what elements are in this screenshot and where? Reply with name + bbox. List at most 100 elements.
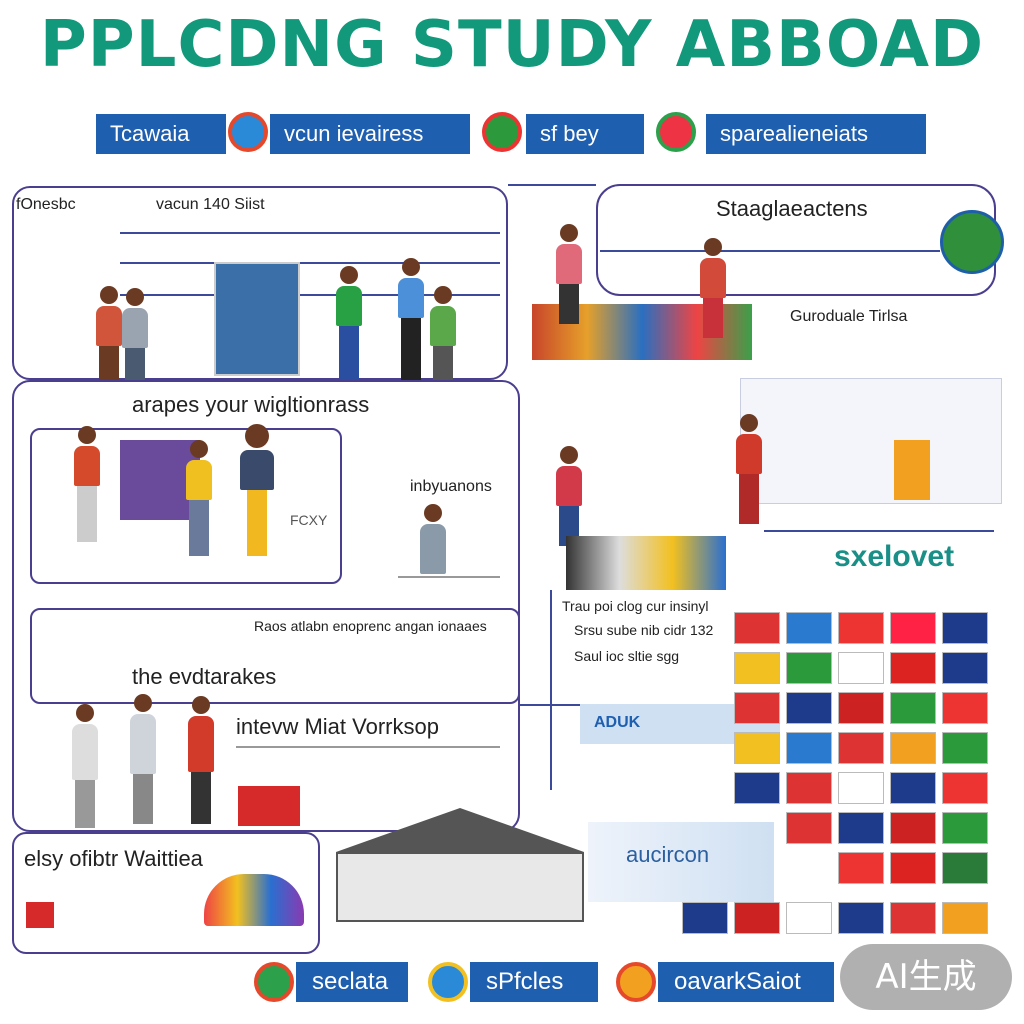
student-figure [556, 446, 582, 546]
right-text-line-2: Srsu sube nib cidr 132 [574, 622, 714, 638]
flag-icon [838, 732, 884, 764]
flag-icon [890, 692, 936, 724]
flag-icon [838, 772, 884, 804]
flag-icon [786, 692, 832, 724]
document-illustration [740, 378, 1002, 504]
flag-icon [734, 692, 780, 724]
student-figure [430, 286, 456, 386]
palace-illustration [336, 852, 584, 922]
flag-icon [890, 612, 936, 644]
connector-line [550, 590, 552, 790]
flag-icon [942, 692, 988, 724]
building-illustration [214, 262, 300, 376]
top-ribbon-3: sf bey [526, 114, 644, 154]
flag-icon [838, 852, 884, 884]
flag-icon [890, 652, 936, 684]
globe-icon [254, 962, 294, 1002]
divider [398, 576, 500, 578]
student-figure [336, 266, 362, 382]
flag-icon [942, 652, 988, 684]
flag-icon [786, 902, 832, 934]
flag-icon [682, 902, 728, 934]
mid-strip-label: Raos atlabn enoprenc angan ionaaes [254, 618, 487, 634]
flag-icon [734, 772, 780, 804]
student-figure [420, 504, 446, 574]
aucircon-card [588, 822, 774, 902]
student-figure [96, 286, 122, 386]
flag-icon [942, 772, 988, 804]
globe-icon [940, 210, 1004, 274]
student-figure [398, 258, 424, 380]
bottom-ribbon-2: sPfcles [470, 962, 598, 1002]
flag-icon [942, 852, 988, 884]
palace-roof [336, 808, 584, 852]
flag-icon [786, 732, 832, 764]
divider [120, 232, 500, 234]
right-text-line-1: Trau poi clog cur insinyl [562, 598, 709, 614]
red-card [26, 902, 54, 928]
workshop-label: intevw Miat Vorrksop [236, 714, 439, 739]
location-icon [656, 112, 696, 152]
flag-icon [734, 652, 780, 684]
panel-top-right-label: Staaglaeactens [716, 196, 868, 221]
flag-icon [786, 652, 832, 684]
evdtarakes-label: the evdtarakes [132, 664, 277, 689]
flag-icon [942, 732, 988, 764]
panel-mid-left-side: inbyuanons [410, 478, 492, 495]
map-illustration [204, 874, 304, 926]
flag-badge-icon [616, 962, 656, 1002]
divider [236, 746, 500, 748]
flag-icon [942, 902, 988, 934]
panel-top-left-label: fOnesbc [16, 196, 76, 213]
fcxy-label: FCXY [290, 512, 328, 528]
student-figure [556, 224, 582, 324]
compass-icon [482, 112, 522, 152]
divider [600, 250, 940, 252]
flag-icon [734, 732, 780, 764]
bottom-ribbon-1: seclata [296, 962, 408, 1002]
strip-panel [30, 608, 520, 704]
student-figure [240, 424, 274, 556]
flag-icon [890, 812, 936, 844]
aucircon-label: aucircon [626, 842, 710, 867]
text-card [560, 592, 734, 676]
panel-bottom-left-label: elsy ofibtr Waittiea [24, 846, 203, 871]
student-figure [186, 440, 212, 556]
red-card [238, 786, 300, 826]
flag-icon [838, 812, 884, 844]
globe-icon [228, 112, 268, 152]
top-ribbon-4: sparealieneiats [706, 114, 926, 154]
flag-icon [786, 612, 832, 644]
student-figure [130, 694, 156, 824]
student-figure [74, 426, 100, 542]
page-title: PPLCDNG STUDY ABBOAD [39, 8, 985, 82]
bottom-ribbon-3: oavarkSaiot [658, 962, 834, 1002]
flag-icon [942, 812, 988, 844]
student-figure [188, 696, 214, 824]
flag-icon [786, 772, 832, 804]
flag-icon [890, 902, 936, 934]
exelouet-label: sxelovet [834, 540, 955, 573]
aduk-label: ADUK [594, 714, 641, 731]
flag-icon [838, 652, 884, 684]
flag-icon [890, 732, 936, 764]
plane-icon [428, 962, 468, 1002]
student-figure [700, 238, 726, 338]
flag-icon [734, 902, 780, 934]
divider [120, 294, 500, 296]
connector-line [508, 184, 596, 186]
top-ribbon-1: Tcawaia [96, 114, 226, 154]
student-figure [122, 288, 148, 388]
flag-icon [838, 692, 884, 724]
top-ribbon-2: vcun ievairess [270, 114, 470, 154]
orange-block [894, 440, 930, 500]
student-figure [736, 414, 762, 524]
panel-top-left-sub: vacun 140 Siist [156, 196, 265, 213]
flag-icon [734, 612, 780, 644]
flag-icon [942, 612, 988, 644]
luggage-illustration [566, 536, 726, 590]
flag-icon [890, 772, 936, 804]
student-figure [72, 704, 98, 828]
flag-icon [838, 902, 884, 934]
flag-icon [786, 812, 832, 844]
